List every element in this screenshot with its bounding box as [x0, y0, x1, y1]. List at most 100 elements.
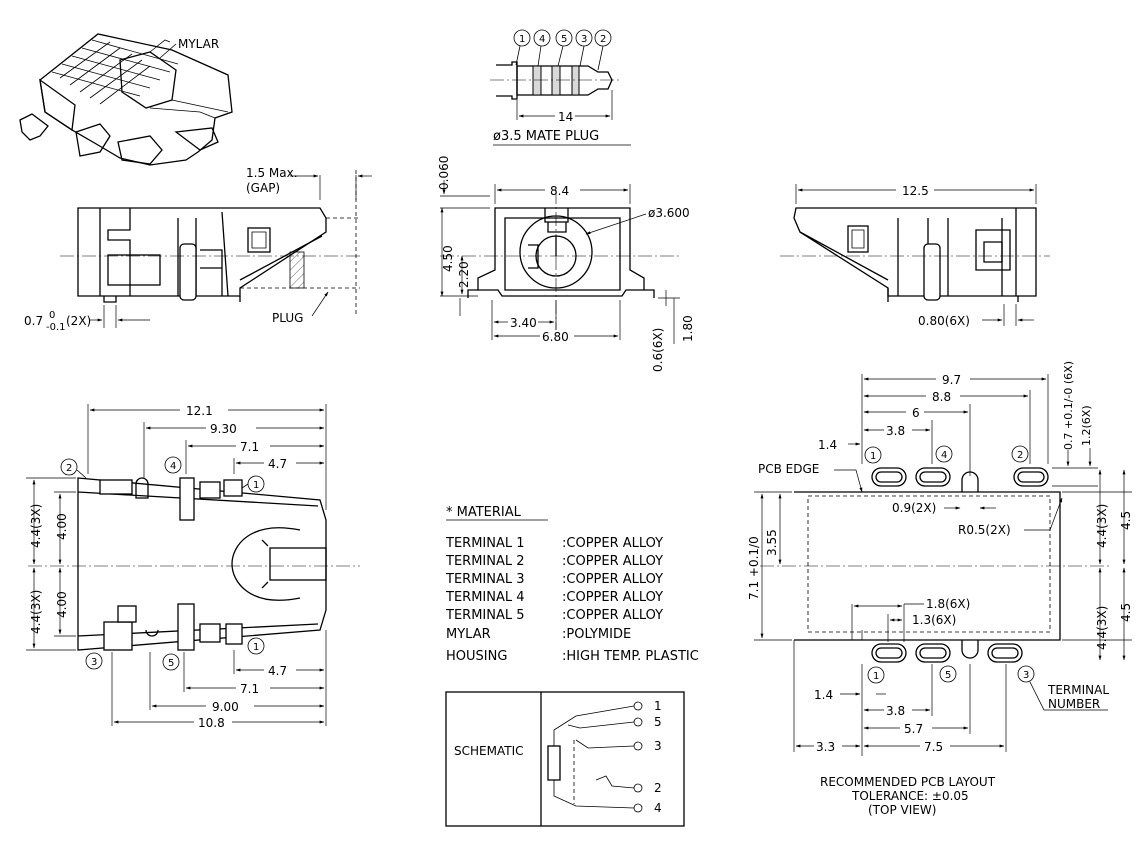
- bottom-dim-9-00: 9.00: [212, 700, 239, 714]
- half-pitch-dim: 3.40: [510, 316, 537, 330]
- pcb-terminal-marker: 1: [870, 451, 876, 462]
- isometric-view: MYLAR: [19, 33, 233, 166]
- gap-max-dim: 1.5 Max.: [246, 166, 298, 180]
- top-dim-12-1: 12.1: [186, 404, 213, 418]
- mylar-label: MYLAR: [178, 37, 219, 51]
- material-spec: :COPPER ALLOY: [562, 590, 663, 605]
- bottom-dim-10-8: 10.8: [198, 716, 225, 730]
- top-dim-4-7: 4.7: [268, 457, 287, 471]
- pcb-right-dim-4-5-top: 4.5: [1119, 511, 1133, 530]
- pcb-right-dim-4-4-top: 4.4(3X): [1095, 504, 1109, 548]
- bottom-dim-4-7: 4.7: [268, 664, 287, 678]
- front-view: 0.060 8.4 ø3.600 4.50 2.20 3.40 6.80 0.6…: [437, 156, 695, 372]
- plug-caption: ø3.5 MATE PLUG: [493, 129, 599, 144]
- material-item: TERMINAL 2: [445, 554, 525, 569]
- pcb-right-dim-4-4-bottom: 4.4(3X): [1095, 606, 1109, 650]
- pcb-pad-dim-1-2: 1.2(6X): [1080, 405, 1093, 446]
- pcb-dim-9-7: 9.7: [942, 373, 961, 387]
- material-spec: :COPPER ALLOY: [562, 554, 663, 569]
- pcb-layout: 9.7 8.8 6 3.8 1.4 PCB EDGE 1 4 2 0.7 +0.…: [747, 361, 1133, 817]
- pcb-slot-width: 0.9(2X): [892, 501, 936, 515]
- plug-pin-label: 5: [561, 34, 567, 45]
- terminal-number-label: TERMINAL: [1047, 683, 1109, 697]
- pcb-right-dim-4-5-bottom: 4.5: [1119, 603, 1133, 622]
- left-dim-4-00-top: 4.00: [55, 513, 69, 540]
- left-dim-4-00-bottom: 4.00: [55, 591, 69, 618]
- schematic-pin: 3: [654, 739, 662, 753]
- pcb-caption-view: (TOP VIEW): [868, 803, 936, 817]
- terminal-marker: 1: [253, 480, 259, 491]
- lead-thickness-dim: 0.6(6X): [651, 328, 665, 372]
- center-height-dim: 2.20: [457, 261, 471, 288]
- schematic-pin: 1: [654, 699, 662, 713]
- material-spec: :COPPER ALLOY: [562, 536, 663, 551]
- front-width-dim: 8.4: [550, 184, 569, 198]
- mate-plug: 1 4 5 3 2 14 ø3.5 MATE PLUG: [490, 29, 631, 146]
- material-spec: :HIGH TEMP. PLASTIC: [562, 649, 699, 664]
- pcb-bottom-dim-5-7: 5.7: [904, 722, 923, 736]
- schematic-pin: 4: [654, 801, 662, 815]
- pcb-dim-3-8: 3.8: [886, 424, 905, 438]
- pcb-terminal-marker: 3: [1023, 670, 1029, 681]
- material-title: * MATERIAL: [446, 505, 522, 520]
- material-item: TERMINAL 5: [445, 608, 525, 623]
- pcb-pad-size-1-8: 1.8(6X): [926, 597, 970, 611]
- terminal-width-dim: 0.7: [24, 314, 43, 328]
- top-offset-dim: 0.060: [437, 156, 451, 190]
- pcb-caption-title: RECOMMENDED PCB LAYOUT: [820, 775, 996, 789]
- schematic-pin: 2: [654, 781, 662, 795]
- pcb-edge-label: PCB EDGE: [758, 462, 819, 476]
- lead-length-dim: 1.80: [681, 315, 695, 342]
- pcb-terminal-marker: 4: [941, 450, 947, 461]
- terminal-marker: 3: [91, 657, 97, 668]
- schematic-box: SCHEMATIC 1 5 3 2 4: [445, 691, 685, 827]
- bore-dia-dim: ø3.600: [648, 206, 690, 220]
- terminal-marker: 5: [168, 658, 174, 669]
- right-length-dim: 12.5: [902, 184, 929, 198]
- material-item: TERMINAL 3: [445, 572, 525, 587]
- front-height-dim: 4.50: [441, 245, 455, 272]
- schematic-pin: 5: [654, 715, 662, 729]
- plug-label: PLUG: [272, 311, 303, 325]
- foot-span-dim: 6.80: [542, 330, 569, 344]
- terminal-marker: 2: [66, 463, 72, 474]
- lead-width-dim: 0.80(6X): [918, 314, 970, 328]
- material-spec: :COPPER ALLOY: [562, 572, 663, 587]
- gap-label: (GAP): [246, 181, 280, 195]
- pcb-terminal-marker: 1: [873, 671, 879, 682]
- left-dim-4-4-bottom: 4.4(3X): [29, 590, 43, 634]
- pcb-dim-1-4: 1.4: [818, 438, 837, 452]
- terminal-tol-minus: -0.1: [46, 322, 66, 333]
- terminal-tol-plus: 0: [49, 310, 55, 321]
- terminal-marker: 1: [253, 642, 259, 653]
- terminal-number-label: NUMBER: [1048, 697, 1100, 711]
- pcb-half-height-dim: 3.55: [765, 529, 779, 556]
- top-dim-9-30: 9.30: [210, 422, 237, 436]
- pcb-caption-tolerance: TOLERANCE: ±0.05: [851, 789, 969, 803]
- pcb-radius: R0.5(2X): [958, 523, 1011, 537]
- terminal-marker: 4: [170, 461, 176, 472]
- pcb-bottom-dim-7-5: 7.5: [924, 740, 943, 754]
- left-side-view: 1.5 Max. (GAP) 0.7 0 -0.1 (2X) PLUG: [24, 166, 372, 333]
- material-item: TERMINAL 4: [445, 590, 525, 605]
- material-item: HOUSING: [446, 649, 507, 664]
- pcb-terminal-marker: 5: [945, 670, 951, 681]
- material-item: MYLAR: [446, 627, 491, 642]
- pcb-height-dim: 7.1 +0.1/0: [747, 536, 761, 600]
- left-dim-4-4-top: 4.4(3X): [29, 504, 43, 548]
- pcb-bottom-dim-1-4: 1.4: [814, 688, 833, 702]
- material-item: TERMINAL 1: [445, 536, 525, 551]
- pcb-bottom-dim-3-3: 3.3: [816, 740, 835, 754]
- schematic-label: SCHEMATIC: [454, 744, 523, 758]
- right-side-view: 12.5 0.80(6X): [780, 184, 1050, 328]
- material-spec: :COPPER ALLOY: [562, 608, 663, 623]
- plug-pin-1-circle: [513, 29, 531, 47]
- pcb-bottom-dim-3-8: 3.8: [886, 704, 905, 718]
- plug-length-dim: 14: [558, 110, 573, 124]
- pcb-pad-size-1-3: 1.3(6X): [912, 613, 956, 627]
- plug-pin-label: 2: [600, 34, 606, 45]
- material-spec: :POLYMIDE: [562, 627, 631, 642]
- pcb-terminal-marker: 2: [1017, 450, 1023, 461]
